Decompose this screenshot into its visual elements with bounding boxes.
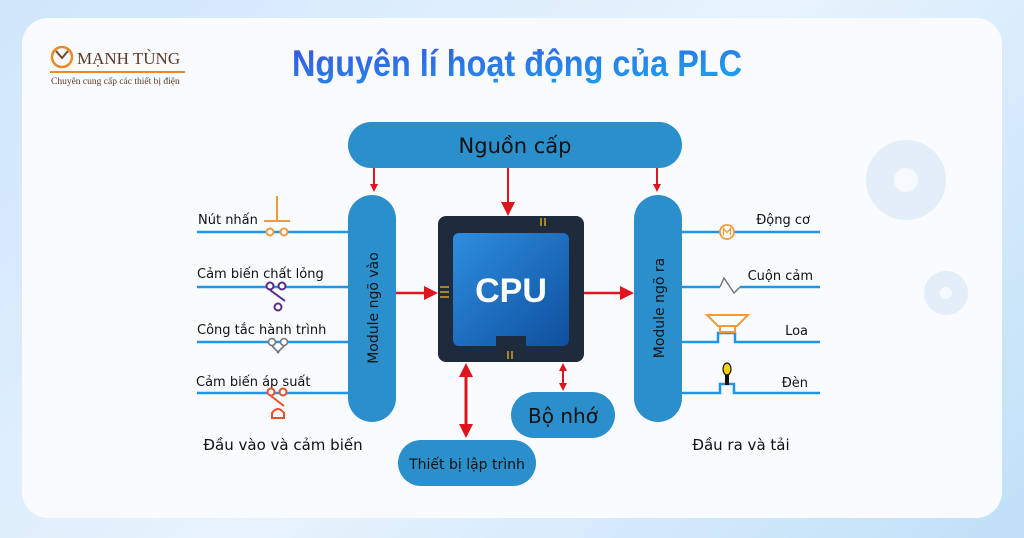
power-supply-block [348, 122, 682, 168]
power-label: Nguồn cấp [459, 134, 572, 158]
output-label: Loa [785, 324, 808, 339]
input-module-label: Module ngõ vào [366, 252, 382, 364]
limit-switch-icon [267, 337, 289, 354]
motor-icon [719, 224, 735, 240]
logo: MẠNH TÙNG Chuyên cung cấp các thiết bị đ… [50, 45, 185, 87]
lamp-icon [722, 362, 732, 385]
inductor-icon [719, 276, 741, 295]
output-module-label: Module ngõ ra [652, 258, 668, 358]
input-label: Cảm biến áp suất [196, 375, 311, 390]
programmer-label: Thiết bị lập trình [408, 456, 525, 473]
input-label: Nút nhấn [198, 213, 258, 228]
input-caption: Đầu vào và cảm biến [203, 436, 362, 454]
memory-label: Bộ nhớ [528, 404, 599, 428]
programmer-block [398, 440, 536, 486]
output-caption: Đầu ra và tải [692, 436, 789, 454]
power-arrows [370, 168, 661, 216]
speaker-icon [704, 314, 751, 333]
liquid-sensor-icon [265, 281, 287, 312]
input-module [348, 195, 396, 422]
logo-name: MẠNH TÙNG [77, 49, 180, 68]
cpu-label: CPU [475, 272, 547, 310]
push-button-icon [264, 196, 290, 237]
logo-tagline: Chuyên cung cấp các thiết bị điện [51, 76, 180, 87]
memory-block [511, 392, 615, 438]
output-label: Động cơ [756, 213, 810, 228]
decor-circle [894, 168, 918, 192]
cpu-chip: CPU [438, 216, 584, 362]
decor-circle [940, 287, 952, 299]
input-label: Cảm biến chất lỏng [197, 267, 324, 282]
input-label: Công tắc hành trình [197, 323, 326, 338]
pressure-sensor-icon [266, 387, 288, 419]
output-module [634, 195, 682, 422]
page-title: Nguyên lí hoạt động của PLC [292, 43, 742, 84]
output-label: Đèn [782, 376, 808, 391]
output-label: Cuộn cảm [748, 269, 813, 284]
